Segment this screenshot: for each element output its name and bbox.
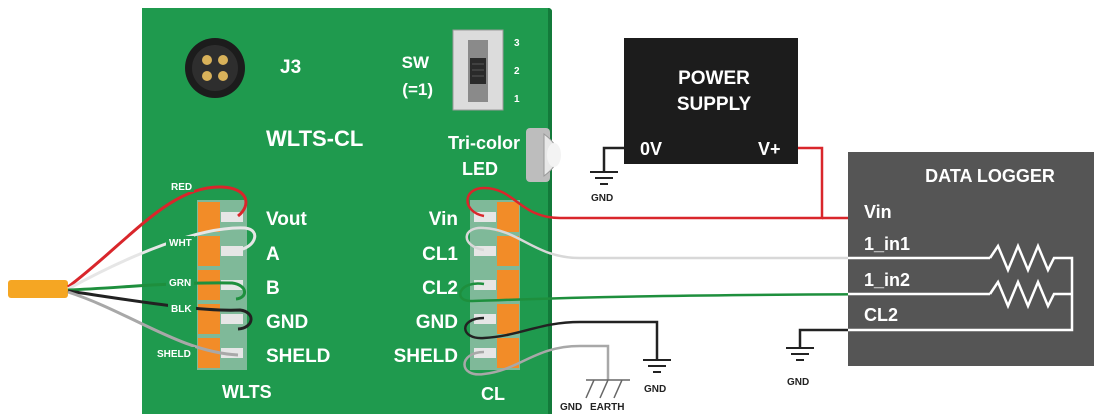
right-block-label: CL [481,384,505,404]
wire-label-grn: GRN [169,278,191,289]
wire-vin [466,146,824,220]
right-terminal-label-4: GND [416,312,458,333]
slide-switch[interactable] [452,29,504,111]
left-terminal-4 [198,304,243,334]
wire-label-sheld: SHELD [157,349,191,360]
j3-label: J3 [280,57,301,78]
wlts-cl-board: J3 WLTS-CL SW (=1) 3 2 1 Tri-color LED [142,8,561,414]
wire-label-blk: BLK [171,304,192,315]
wire-black [67,289,253,331]
cable-jacket [8,280,68,298]
power-supply-vplus: V+ [758,139,781,159]
left-terminal-label-3: B [266,278,280,299]
left-terminal-1 [198,202,243,232]
j3-connector [185,38,245,98]
led-label-line1: Tri-color [448,133,520,153]
wire-label-red: RED [171,182,192,193]
wire-logger-gnd [798,328,848,348]
earth-label-earth: EARTH [590,402,624,413]
data-logger-title: DATA LOGGER [925,166,1055,186]
wire-ps-gnd [602,146,624,172]
right-terminal-1 [474,202,519,232]
left-terminal-label-5: SHELD [266,346,330,367]
ground-label-ps: GND [591,193,613,204]
sensor-cable [8,185,257,357]
ground-symbol-logger [786,347,814,361]
left-block-label: WLTS [222,382,272,402]
power-supply: POWER SUPPLY 0V V+ [624,38,798,164]
left-terminal-2 [198,236,243,266]
right-terminal-label-2: CL1 [422,244,458,265]
power-supply-0v: 0V [640,139,662,159]
left-terminal-label-2: A [266,244,280,265]
left-terminal-label-1: Vout [266,209,307,230]
power-supply-title-2: SUPPLY [677,94,752,115]
switch-pos-1: 1 [514,94,520,105]
right-terminal-3 [474,270,519,300]
wire-label-wht: WHT [169,238,192,249]
cable-wire-labels: RED WHT GRN BLK SHELD [155,180,196,360]
wire-white [67,226,257,291]
ground-label-cl: GND [644,384,666,395]
ground-label-logger: GND [787,377,809,388]
resistor-2 [988,278,1072,310]
earth-label-gnd: GND [560,402,582,413]
right-terminal-2 [474,236,519,266]
switch-knob[interactable] [470,58,486,84]
switch-label: SW [402,53,430,72]
tri-color-led [526,128,561,182]
left-terminal-3 [198,270,243,300]
right-terminal-block [470,200,520,370]
data-logger-cl2: CL2 [864,305,898,325]
wire-shield [67,290,239,357]
data-logger-1in2: 1_in2 [864,270,910,290]
right-terminal-5 [474,338,519,368]
right-terminal-4 [474,304,519,334]
switch-pos-2: 2 [514,66,520,77]
right-terminal-label-3: CL2 [422,278,458,299]
data-logger-internal-wiring [848,242,1074,332]
power-supply-title-1: POWER [678,68,750,89]
switch-setting: (=1) [402,80,433,99]
wire-cl-gnd [464,316,659,360]
led-label-line2: LED [462,159,498,179]
wire-cl1 [465,226,990,260]
wire-cl2 [458,282,991,303]
ground-symbol-cl [643,359,671,373]
left-terminal-5 [198,338,243,368]
wire-cl-sheld [463,344,610,380]
resistor-1 [848,242,1074,332]
ground-symbol-ps [590,171,618,185]
left-terminal-label-4: GND [266,312,308,333]
data-logger-1in1: 1_in1 [864,234,910,254]
connection-wires [458,146,991,380]
right-terminal-label-5: SHELD [394,346,458,367]
wire-green [67,281,246,301]
board-edge [548,8,552,414]
data-logger-vin: Vin [864,202,892,222]
earth-ground-symbol [585,379,630,399]
switch-pos-3: 3 [514,38,520,49]
right-terminal-label-1: Vin [429,209,458,230]
board-title: WLTS-CL [266,126,363,151]
wire-red [67,185,248,289]
data-logger: DATA LOGGER Vin 1_in1 1_in2 CL2 [848,152,1094,366]
